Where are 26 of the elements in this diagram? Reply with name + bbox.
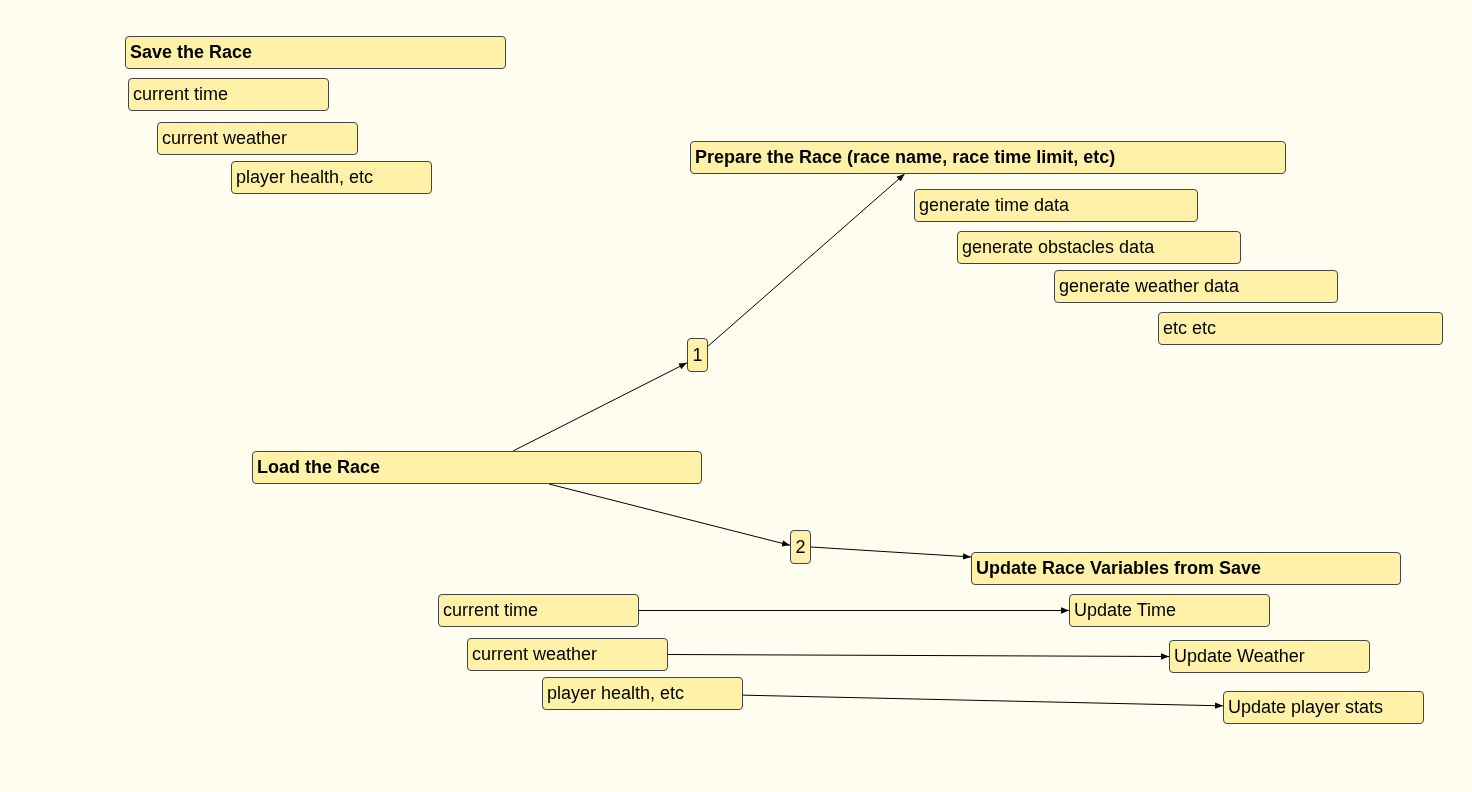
- process-box: current time: [438, 594, 639, 627]
- process-box: Save the Race: [125, 36, 506, 69]
- arrow: [667, 653, 1170, 660]
- process-box: player health, etc: [231, 161, 432, 194]
- step-number-box: 1: [687, 338, 708, 372]
- arrow: [707, 173, 906, 347]
- process-box: generate obstacles data: [957, 231, 1241, 264]
- process-box: generate weather data: [1054, 270, 1338, 303]
- step-number-box: 2: [790, 530, 811, 564]
- arrow: [638, 607, 1070, 614]
- arrow: [512, 362, 688, 452]
- arrow: [548, 483, 791, 547]
- process-box: Update Race Variables from Save: [971, 552, 1401, 585]
- process-box: Update Time: [1069, 594, 1270, 627]
- process-box: etc etc: [1158, 312, 1443, 345]
- arrow: [742, 694, 1224, 709]
- process-box: generate time data: [914, 189, 1198, 222]
- process-box: current weather: [157, 122, 358, 155]
- process-box: Load the Race: [252, 451, 702, 484]
- process-box: player health, etc: [542, 677, 743, 710]
- process-box: Update player stats: [1223, 691, 1424, 724]
- process-box: Update Weather: [1169, 640, 1370, 673]
- process-box: current time: [128, 78, 329, 111]
- process-box: Prepare the Race (race name, race time limit, etc): [690, 141, 1286, 174]
- arrow: [810, 546, 972, 560]
- process-box: current weather: [467, 638, 668, 671]
